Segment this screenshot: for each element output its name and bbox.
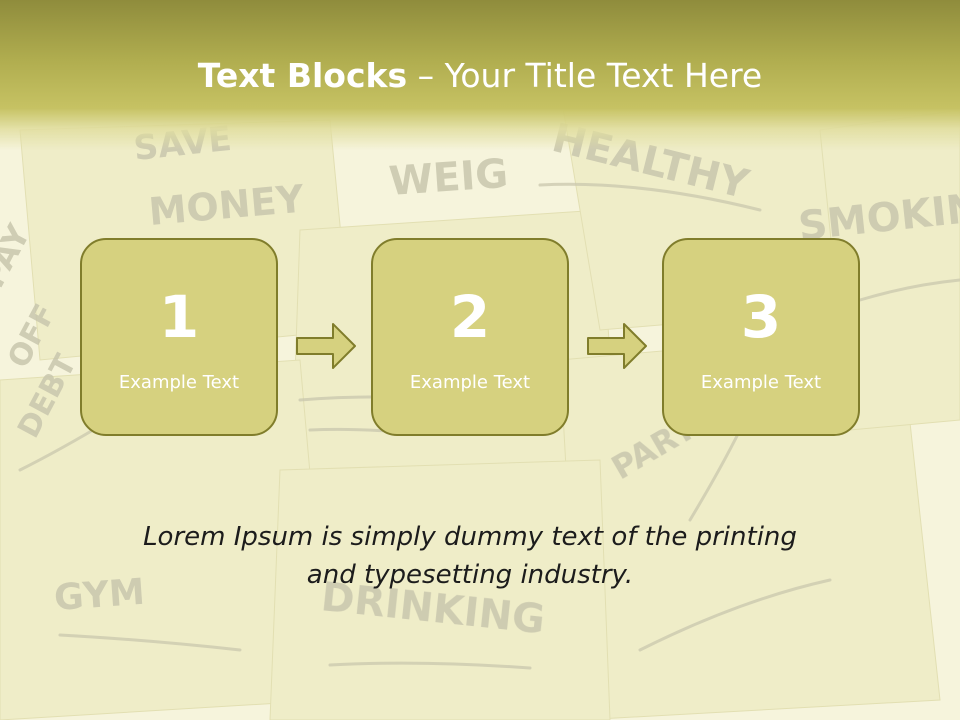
background-word: WEIG: [387, 151, 509, 205]
caption-text: Lorem Ipsum is simply dummy text of the …: [80, 518, 860, 594]
caption-line-1: Lorem Ipsum is simply dummy text of the …: [143, 522, 797, 552]
caption-line-2: and typesetting industry.: [306, 560, 634, 590]
background-word: GYM: [53, 572, 146, 619]
block-label: Example Text: [409, 372, 531, 393]
title-band: [0, 0, 960, 150]
text-block-2: 2 Example Text: [371, 238, 569, 436]
right-arrow-icon: [296, 323, 356, 369]
slide-title: Text Blocks – Your Title Text Here: [0, 54, 960, 98]
block-number: 3: [740, 283, 782, 351]
block-label: Example Text: [700, 372, 822, 393]
block-label: Example Text: [118, 372, 240, 393]
block-number: 1: [158, 283, 200, 351]
title-bold: Text Blocks: [197, 56, 408, 95]
title-rest: – Your Title Text Here: [407, 56, 763, 95]
text-block-3: 3 Example Text: [662, 238, 860, 436]
block-number: 2: [449, 283, 491, 351]
right-arrow-icon: [587, 323, 647, 369]
text-block-1: 1 Example Text: [80, 238, 278, 436]
